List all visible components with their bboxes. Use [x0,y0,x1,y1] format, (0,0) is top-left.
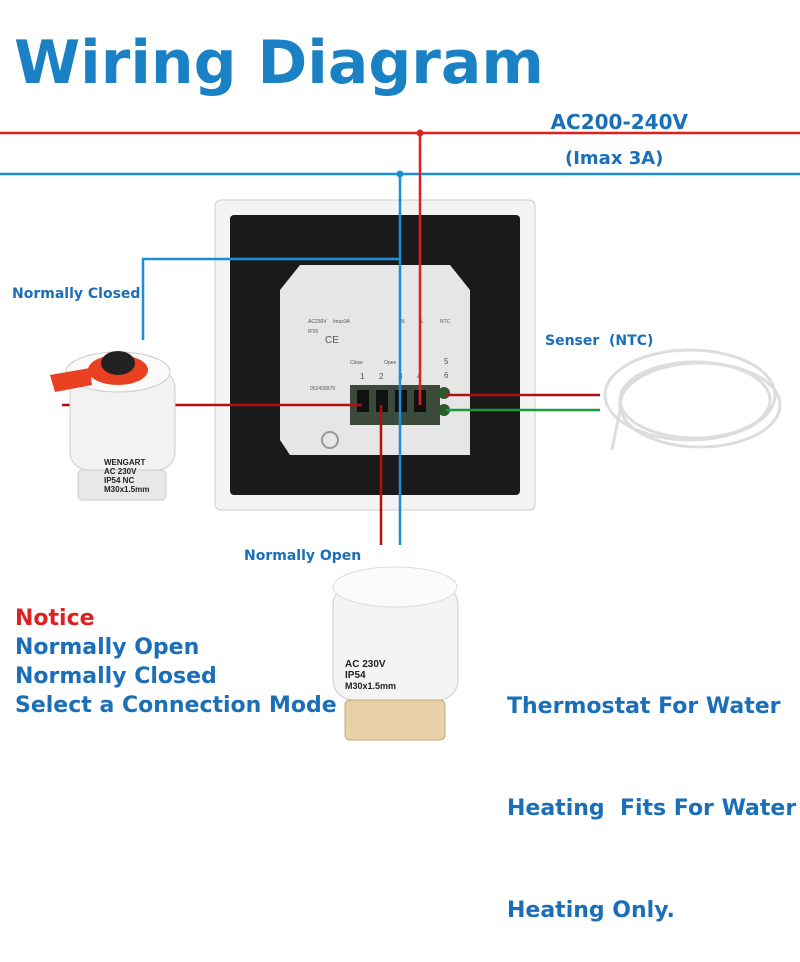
nc-voltage: AC 230V [104,467,137,476]
supply-current: (Imax 3A) [565,148,664,169]
panel-serial: 052439979 [310,386,335,392]
notice-heading: Notice [15,606,95,631]
panel-ntc: NTC [440,319,451,325]
label-sensor: Senser (NTC) [545,333,654,349]
label-normally-open: Normally Open [244,548,362,564]
wiring-diagram: AC230V Imax3A IP20 CE 052439979 Close Op… [0,129,800,741]
terminal-1: 1 [360,372,365,381]
wires [0,129,800,545]
panel-l: L [421,319,424,325]
no-spec: IP54 [345,670,366,681]
info-line: Heating Only. [507,898,675,923]
info-line: Heating Fits For Water [507,796,797,821]
supply-voltage: AC200-240V [550,110,688,134]
ntc-sensor-cable [603,348,782,451]
thermostat-back-panel: AC230V Imax3A IP20 CE 052439979 Close Op… [214,199,536,511]
panel-rating: AC230V [308,319,327,325]
no-voltage: AC 230V [345,659,386,670]
no-thread: M30x1.5mm [345,681,396,691]
panel-ce: CE [325,335,339,346]
nc-brand: WENGART [104,458,145,467]
panel-open: Open [384,360,396,366]
nc-thread: M30x1.5mm [104,485,149,494]
notice-line: Normally Open [15,635,200,660]
actuator-normally-open: AC 230V IP54 M30x1.5mm [332,566,459,741]
notice-line: Normally Closed [15,664,217,689]
actuator-normally-closed: WENGART AC 230V IP54 NC M30x1.5mm [50,351,176,501]
panel-ip: IP20 [308,329,319,335]
panel-n: N [401,319,405,325]
panel-imax: Imax3A [333,319,351,325]
notice-line: Select a Connection Mode [15,693,337,718]
panel-close: Close [350,360,363,366]
page-title: Wiring Diagram [14,28,544,98]
terminal-5: 5 [444,357,449,366]
terminal-6: 6 [444,371,449,380]
terminal-2: 2 [379,372,384,381]
nc-spec: IP54 NC [104,476,134,485]
info-line: Thermostat For Water [507,694,781,719]
notice-block: Notice Normally Open Normally Closed Sel… [15,604,337,720]
info-block: Thermostat For Water Heating Fits For Wa… [507,622,796,962]
label-normally-closed: Normally Closed [12,286,141,302]
